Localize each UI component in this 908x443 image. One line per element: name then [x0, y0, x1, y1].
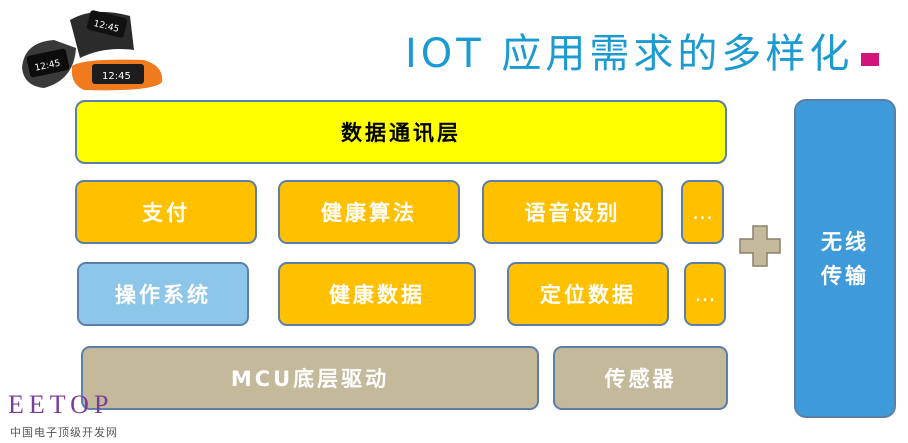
- eetop-tagline: 中国电子顶级开发网: [10, 426, 118, 439]
- sensor-label: 传感器: [604, 367, 677, 391]
- wireless-label-line1: 无线: [821, 229, 869, 254]
- data-communication-label: 数据通讯层: [341, 121, 461, 145]
- band-back: 12:45: [70, 10, 134, 58]
- voice-recognition-label: 语音设别: [524, 201, 621, 225]
- health-algorithm-module: 健康算法: [278, 180, 460, 244]
- title-accent-square: [861, 52, 880, 66]
- fitness-band-image: 12:45 12:45 12:45: [22, 10, 163, 91]
- mcu-driver-module: MCU底层驱动: [81, 346, 539, 410]
- eetop-logo: EETOP: [8, 390, 114, 419]
- band-front: 12:45: [71, 59, 163, 91]
- location-data-label: 定位数据: [540, 283, 636, 307]
- operating-system-module: 操作系统: [77, 262, 249, 326]
- sensor-module: 传感器: [553, 346, 728, 410]
- operating-system-label: 操作系统: [115, 283, 211, 307]
- payment-label: 支付: [142, 201, 190, 225]
- plus-icon: [739, 225, 781, 267]
- location-data-module: 定位数据: [507, 262, 669, 326]
- health-algorithm-label: 健康算法: [321, 201, 417, 225]
- voice-recognition-module: 语音设别: [482, 180, 663, 244]
- health-data-label: 健康数据: [329, 283, 425, 307]
- band-left: 12:45: [22, 40, 76, 88]
- wireless-label-line2: 传输: [821, 263, 869, 288]
- wireless-transmission-module: 无线 传输: [794, 99, 896, 418]
- row2-more-label: …: [694, 282, 716, 306]
- row1-more-module: …: [681, 180, 724, 244]
- payment-module: 支付: [75, 180, 257, 244]
- title-block: IOT 应用需求的多样化: [405, 22, 880, 78]
- row1-more-label: …: [692, 200, 713, 224]
- band-front-time: 12:45: [102, 71, 131, 82]
- data-communication-layer: 数据通讯层: [75, 100, 727, 164]
- health-data-module: 健康数据: [278, 262, 476, 326]
- page-title: IOT 应用需求的多样化: [405, 31, 854, 77]
- row2-more-module: …: [684, 262, 726, 326]
- mcu-driver-label: MCU底层驱动: [230, 367, 390, 391]
